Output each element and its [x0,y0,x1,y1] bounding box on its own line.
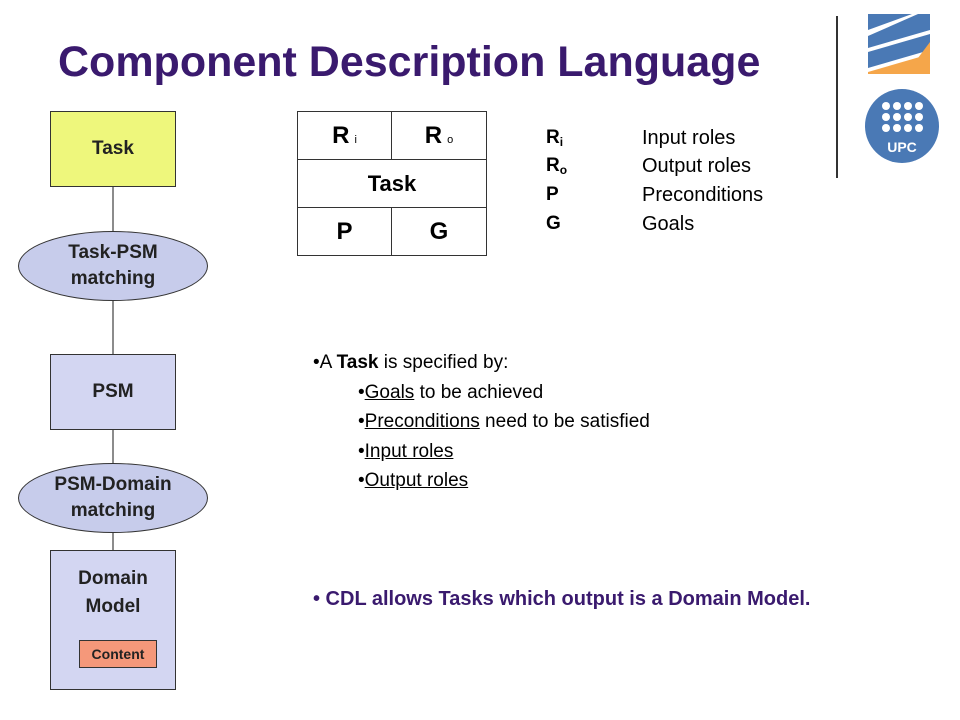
spec-item-goals: •Goals to be achieved [358,382,544,403]
cell-goals: G [429,217,449,245]
page-title: Component Description Language [58,38,761,86]
legend-symbol: P [546,184,559,205]
legend-symbol: G [546,213,561,234]
input-roles-link[interactable]: Input roles [364,441,454,462]
spec-item-input-roles: •Input roles [358,441,454,462]
psm-box-label: PSM [92,381,134,402]
cell-preconditions: P [298,208,392,255]
goals-link[interactable]: Goals [364,382,415,403]
cell-ri-sub: i [354,133,357,146]
domain-model-box: Domain Model [50,550,176,690]
legend-desc: Goals [642,213,695,235]
output-roles-link[interactable]: Output roles [364,470,469,491]
legend-desc: Input roles [642,127,736,149]
content-box: Content [79,640,157,668]
psm-box: PSM [50,354,176,430]
cell-ri-symbol: R [332,121,350,149]
cdl-note: • CDL allows Tasks which output is a Dom… [313,588,811,610]
task-psm-matching-oval: Task-PSM matching [18,231,208,301]
cell-ro-symbol: R [424,121,443,149]
task-box: Task [50,111,176,187]
oval-line-1: Task-PSM [68,242,158,263]
cell-task: Task [298,160,486,208]
cell-ro-sub: o [447,133,454,146]
legend-desc: Preconditions [642,184,764,206]
spec-item-output-roles: •Output roles [358,470,469,491]
spec-intro: •A Task is specified by: [313,352,509,373]
preconditions-link[interactable]: Preconditions [364,411,480,432]
header-divider [836,16,838,178]
legend-symbol: Ri [546,127,564,149]
domain-line-1: Domain [78,568,148,589]
oval-line-2: matching [70,268,156,289]
task-box-label: Task [92,138,134,159]
oval-line-1: PSM-Domain [54,474,172,495]
oval-line-2: matching [70,500,156,521]
legend-desc: Output roles [642,155,751,177]
domain-line-2: Model [85,596,141,617]
psm-domain-matching-oval: PSM-Domain matching [18,463,208,533]
spec-item-preconditions: •Preconditions need to be satisfied [358,411,650,432]
legend-symbol: Ro [546,155,568,177]
